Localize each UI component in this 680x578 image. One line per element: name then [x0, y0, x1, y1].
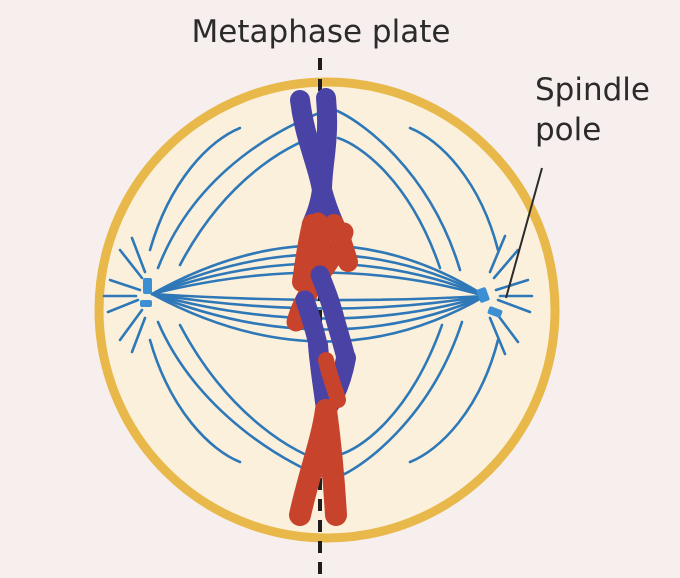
right-spindle-pole [476, 287, 503, 318]
left-spindle-pole [140, 278, 152, 307]
metaphase-plate-label: Metaphase plate [192, 14, 451, 50]
chromosomes [286, 88, 358, 526]
spindle-pole-leader-line [505, 167, 543, 299]
spindle-pole-label-line1: Spindle [535, 72, 650, 108]
chromosome-3 [289, 335, 356, 526]
spindle-pole-label-line2: pole [535, 112, 601, 148]
